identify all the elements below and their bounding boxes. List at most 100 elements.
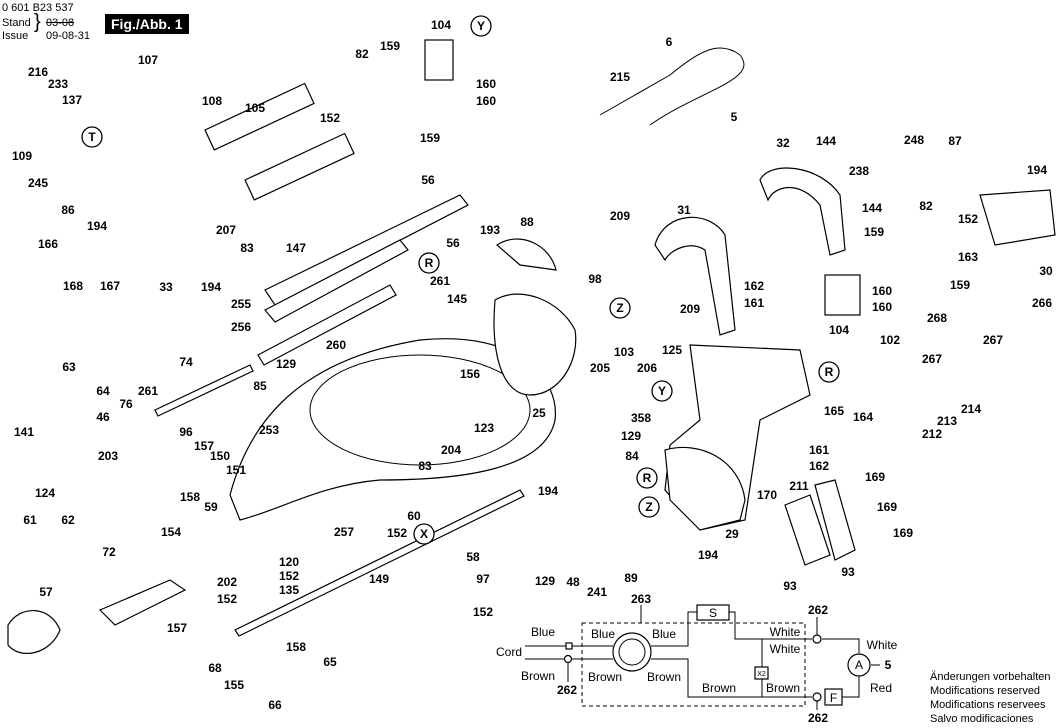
reference-letter: R — [425, 256, 434, 270]
wire-brown-cord: Brown — [521, 669, 555, 683]
part-number-label: 46 — [96, 410, 110, 424]
part-number-label: 129 — [621, 429, 641, 443]
part-number-label: 170 — [757, 488, 777, 502]
wire-blue-motor-left: Blue — [591, 627, 615, 641]
sleeve-104b — [824, 274, 861, 316]
part-number-label: 257 — [334, 525, 354, 539]
part-number-label: 63 — [62, 360, 76, 374]
wire-brown-motor-right: Brown — [647, 670, 681, 684]
bracket-93b — [814, 479, 856, 561]
part-number-label: 267 — [922, 352, 942, 366]
part-number-label: 194 — [1027, 163, 1047, 177]
part-number-label: 107 — [138, 53, 158, 67]
reference-circle-X — [413, 523, 435, 545]
part-number-label: 156 — [460, 367, 480, 381]
part-number-label: 204 — [441, 443, 461, 457]
reference-letter: R — [825, 365, 834, 379]
part-number-label: 88 — [520, 215, 534, 229]
modifications-notice: Änderungen vorbehalten Modifications res… — [930, 670, 1050, 726]
part-number-label: 161 — [744, 296, 764, 310]
part-number-label: 169 — [877, 500, 897, 514]
motor-boundary — [581, 622, 806, 707]
part-number-label: 358 — [631, 411, 651, 425]
tube-106 — [244, 132, 355, 201]
rod-74 — [154, 364, 254, 417]
part-number-label: 89 — [624, 571, 638, 585]
part-number-label: 159 — [420, 131, 440, 145]
part-number-label: 158 — [286, 640, 306, 654]
part-number-label: 104 — [431, 18, 451, 32]
part-number-label: 57 — [39, 585, 53, 599]
wire-white-2: White — [770, 642, 801, 656]
label-263: 263 — [631, 592, 651, 606]
part-number-label: 144 — [816, 134, 836, 148]
part-number-label: 245 — [28, 176, 48, 190]
part-number-label: 163 — [958, 250, 978, 264]
part-number-label: 241 — [587, 585, 607, 599]
part-number-label: 193 — [480, 223, 500, 237]
part-number-label: 98 — [588, 272, 602, 286]
part-number-label: 150 — [210, 449, 230, 463]
part-number-label: 25 — [532, 406, 546, 420]
part-number-label: 149 — [369, 572, 389, 586]
part-number-label: 158 — [180, 490, 200, 504]
reference-letter: Y — [477, 19, 485, 33]
part-number-label: 213 — [937, 414, 957, 428]
part-number-label: 159 — [864, 225, 884, 239]
part-number-label: 60 — [407, 509, 421, 523]
part-number-label: 141 — [14, 425, 34, 439]
part-number-label: 124 — [35, 486, 55, 500]
reference-letter: Z — [645, 500, 652, 514]
part-number-label: 166 — [38, 237, 58, 251]
part-number-label: 84 — [625, 449, 639, 463]
fuse-label: F — [830, 691, 837, 705]
part-number-label: 162 — [744, 279, 764, 293]
part-number-label: 256 — [231, 320, 251, 334]
part-number-label: 261 — [430, 274, 450, 288]
arm-29 — [664, 446, 746, 531]
blade-guard — [493, 293, 577, 396]
label-262-left: 262 — [557, 683, 577, 697]
part-number-label: 129 — [535, 574, 555, 588]
bracket-93a — [784, 494, 831, 566]
part-number-label: 164 — [853, 410, 873, 424]
part-number-label: 137 — [62, 93, 82, 107]
part-number-label: 202 — [217, 575, 237, 589]
sleeve-104 — [424, 39, 454, 81]
wire-brown-motor-left: Brown — [588, 670, 622, 684]
part-number-label: 152 — [217, 592, 237, 606]
part-number-label: 216 — [28, 65, 48, 79]
note-de: Änderungen vorbehalten — [930, 671, 1051, 683]
part-number-label: 6 — [666, 35, 673, 49]
part-number-label: 157 — [194, 439, 214, 453]
part-number-label: 109 — [12, 149, 32, 163]
part-number-label: 160 — [872, 284, 892, 298]
part-number-label: 86 — [61, 203, 75, 217]
part-number-label: 238 — [849, 164, 869, 178]
figure-label: Fig./Abb. 1 — [105, 14, 189, 34]
part-number-label: 154 — [161, 525, 181, 539]
reference-letter: T — [88, 130, 96, 144]
part-number-label: 102 — [880, 333, 900, 347]
label-5-ammeter: 5 — [885, 658, 892, 672]
base-table — [229, 338, 556, 521]
part-number-label: 157 — [167, 621, 187, 635]
part-number-label: 31 — [677, 203, 691, 217]
reference-letter: Z — [616, 301, 623, 315]
reference-circle-R — [418, 252, 440, 274]
part-number-label: 159 — [950, 278, 970, 292]
ammeter-symbol — [847, 653, 871, 677]
power-cord — [599, 47, 745, 126]
switch-box — [696, 604, 730, 621]
part-number-label: 83 — [240, 241, 254, 255]
wire-white-3: White — [867, 638, 898, 652]
brace: } — [34, 11, 41, 33]
part-number-label: 125 — [662, 343, 682, 357]
part-number-label: 103 — [614, 345, 634, 359]
part-number-label: 68 — [208, 661, 222, 675]
part-number-label: 205 — [590, 361, 610, 375]
part-number-label: 155 — [224, 678, 244, 692]
part-shapes — [7, 39, 1056, 654]
cord-label: Cord — [496, 645, 522, 659]
note-fr: Modifications reservees — [930, 699, 1046, 711]
